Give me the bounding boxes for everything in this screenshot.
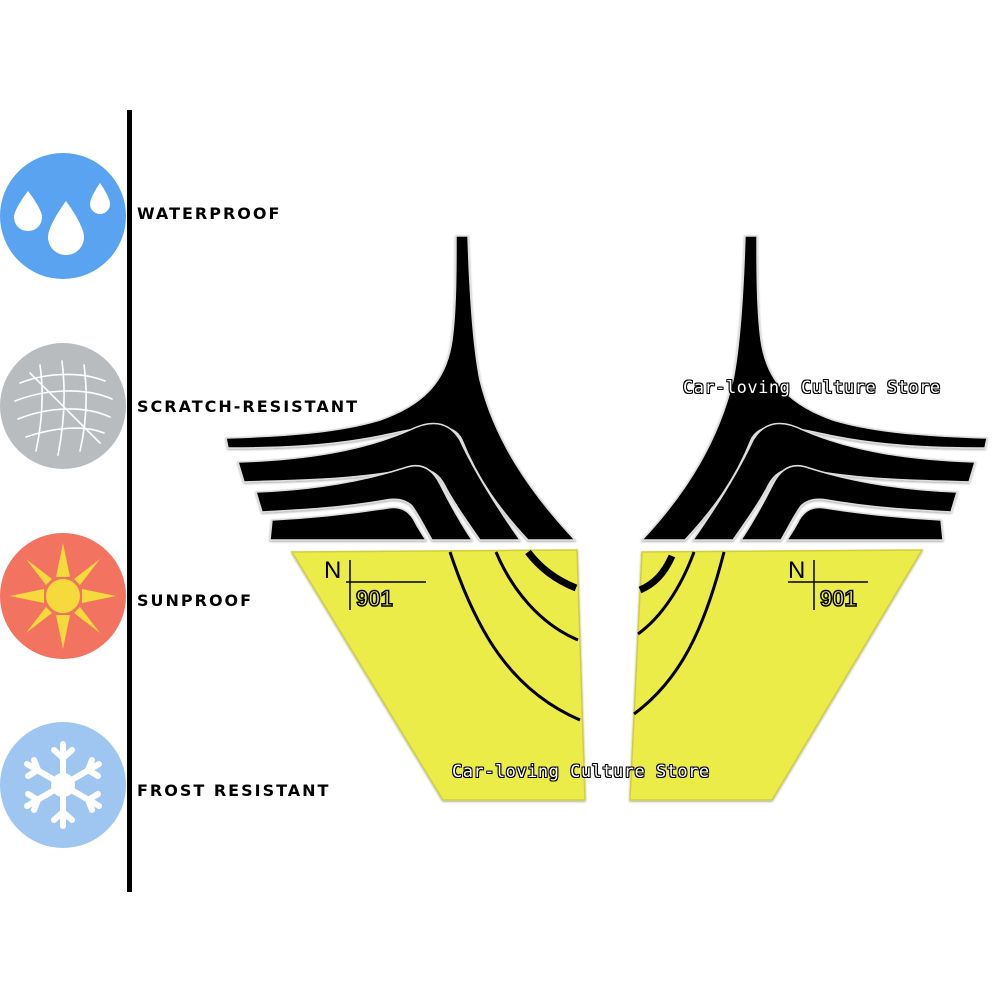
left-yellow-panel	[290, 549, 586, 801]
store-watermark-bottom: Car-loving Culture Store	[452, 762, 710, 782]
left-logo-letter: N	[324, 557, 341, 584]
left-black-stripes	[225, 235, 577, 541]
left-n901-logo: N 901	[324, 557, 426, 612]
water-drops-icon	[0, 153, 126, 279]
right-logo-number: 901	[820, 586, 857, 611]
right-logo-letter: N	[788, 557, 805, 584]
sun-icon	[0, 533, 126, 659]
feature-label-scratch-resistant: SCRATCH-RESISTANT	[137, 397, 360, 416]
snowflake-icon	[0, 722, 126, 848]
scratch-icon	[0, 343, 126, 469]
right-yellow-panel	[629, 549, 924, 801]
left-logo-number: 901	[356, 586, 393, 611]
feature-label-frost-resistant: FROST RESISTANT	[137, 781, 331, 800]
right-n901-logo: N 901	[788, 557, 868, 612]
feature-label-sunproof: SUNPROOF	[137, 591, 254, 610]
feature-label-waterproof: WATERPROOF	[137, 204, 282, 223]
vertical-divider	[127, 110, 132, 892]
store-watermark-top: Car-loving Culture Store	[683, 378, 941, 398]
right-black-stripes	[640, 235, 988, 541]
